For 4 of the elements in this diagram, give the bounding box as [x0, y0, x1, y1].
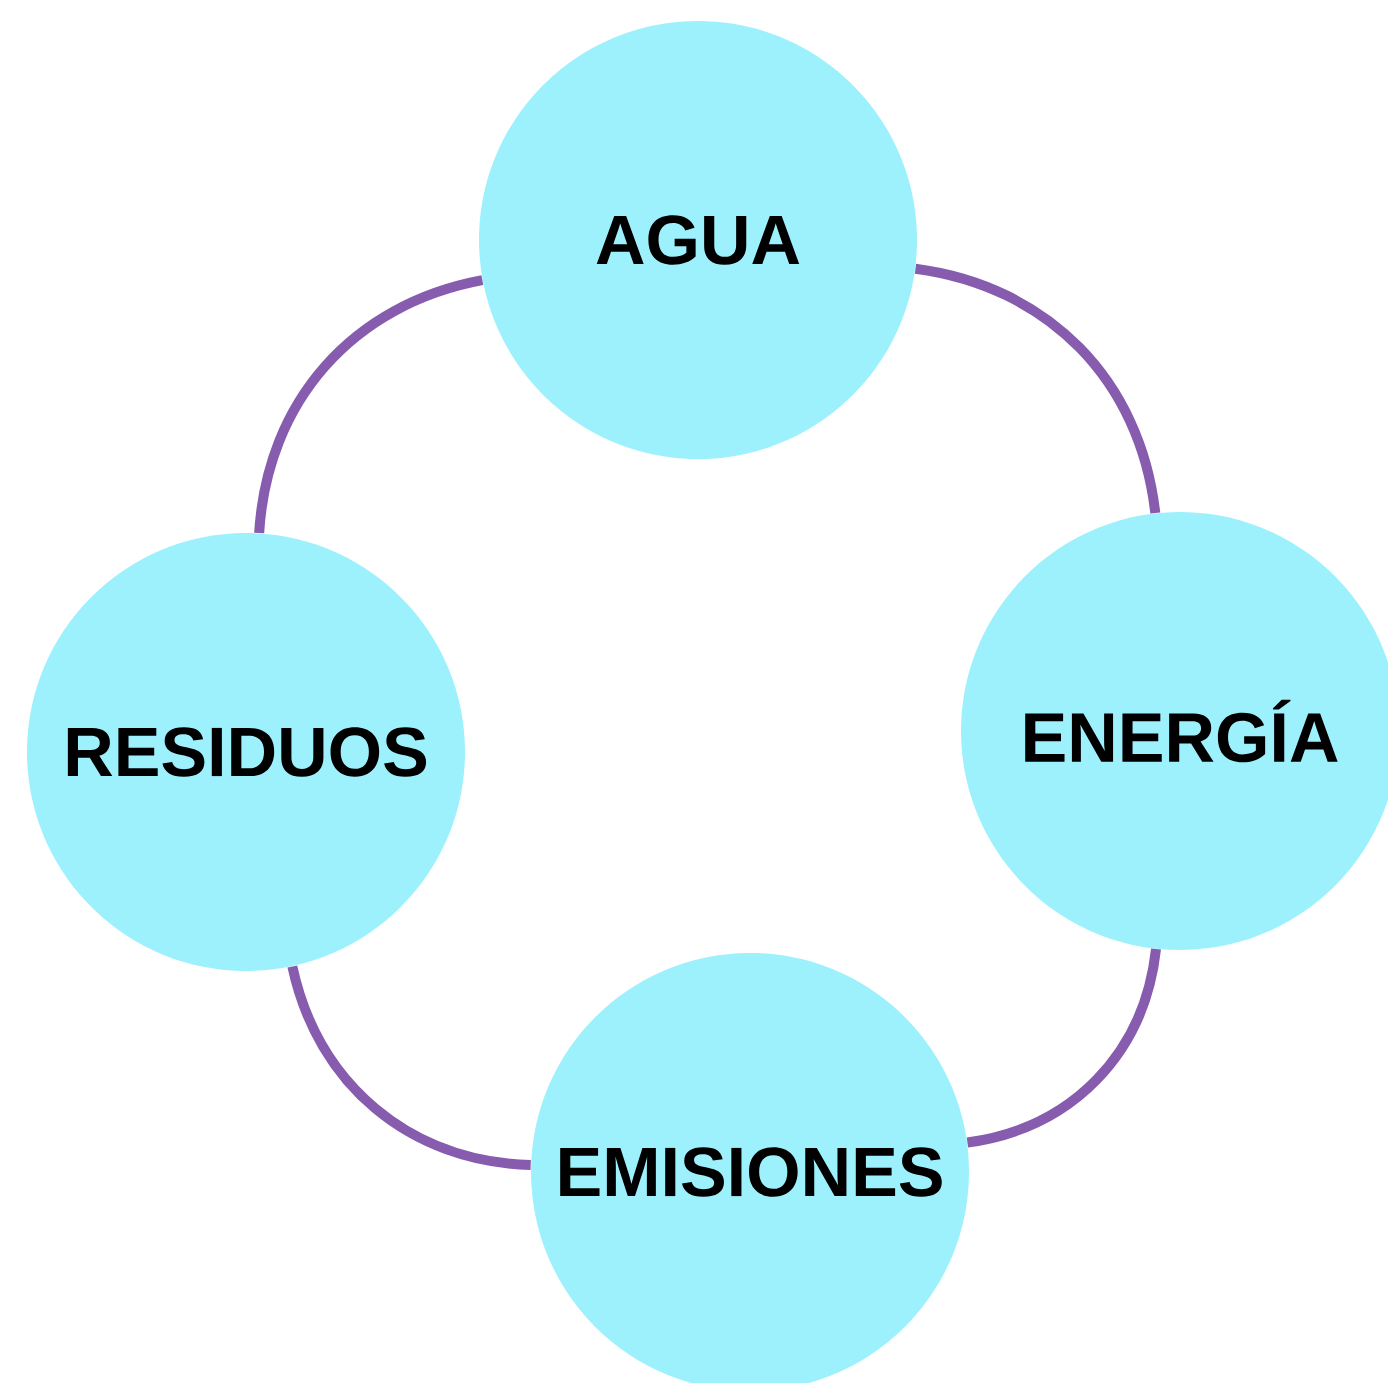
ring-arc	[287, 965, 532, 1171]
ring-arc	[966, 948, 1161, 1148]
ring-arc	[254, 275, 484, 534]
ring-arc	[914, 263, 1161, 514]
